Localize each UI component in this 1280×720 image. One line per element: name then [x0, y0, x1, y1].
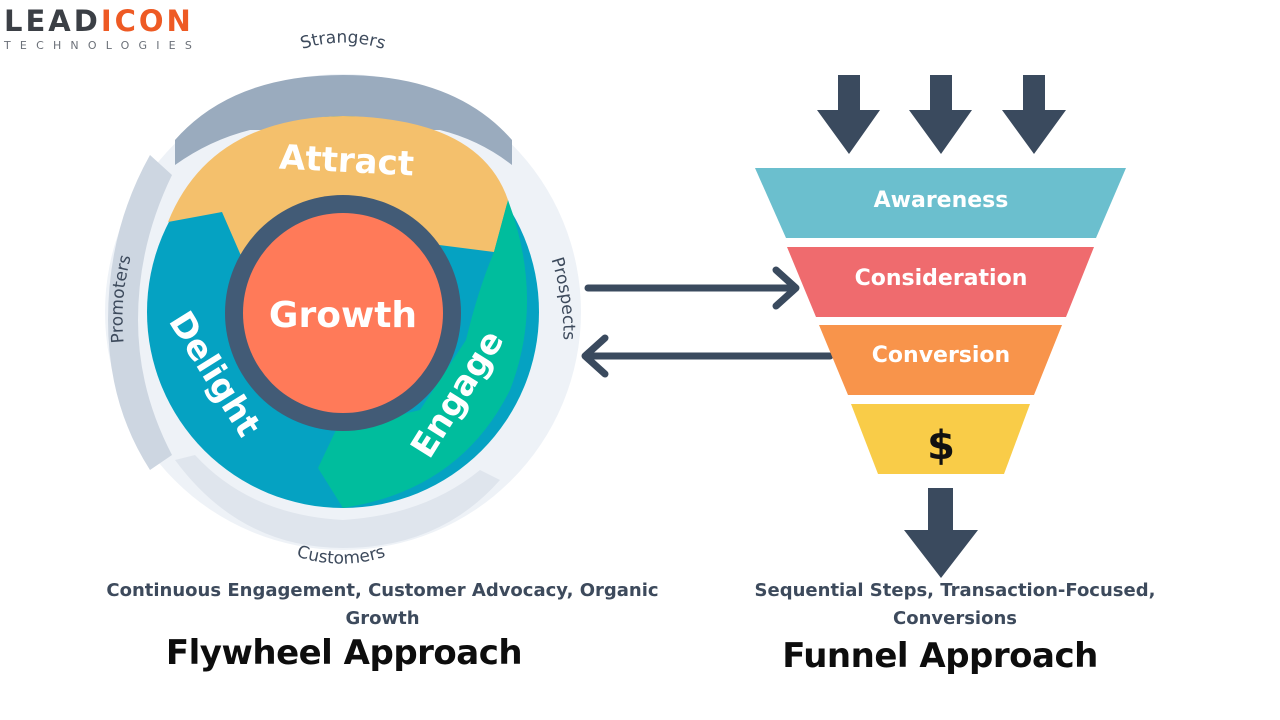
input-arrow-down-icon	[817, 75, 880, 154]
input-arrow-down-icon	[1002, 75, 1066, 154]
outer-ring-left-segment	[108, 155, 172, 470]
flywheel-title: Flywheel Approach	[165, 633, 523, 673]
stage-conversion	[819, 325, 1062, 395]
segment-engage	[318, 200, 528, 508]
stage-consideration	[787, 247, 1094, 317]
growth-label: Growth	[269, 295, 417, 336]
funnel-input-arrows	[817, 75, 1066, 154]
arrow-to-flywheel	[581, 334, 834, 378]
stage-revenue	[851, 404, 1030, 474]
logo-wordmark: LEADICON	[4, 4, 194, 38]
input-arrow-down-icon	[909, 75, 972, 154]
attract-label: Attract	[278, 138, 415, 185]
flywheel-description: Continuous Engagement, Customer Advocacy…	[106, 580, 659, 629]
arrow-to-funnel	[584, 266, 800, 310]
growth-hub	[243, 213, 443, 413]
flywheel: Growth Attract Engage Delight Strangers …	[105, 28, 581, 569]
output-arrow-down-icon	[904, 488, 978, 578]
funnel-description: Sequential Steps, Transaction-Focused, C…	[754, 580, 1156, 629]
stage-awareness	[755, 168, 1126, 238]
logo-tagline: TECHNOLOGIES	[4, 39, 202, 52]
consideration-label: Consideration	[855, 266, 1028, 291]
strangers-label: Strangers	[298, 28, 388, 54]
company-logo: LEADICON TECHNOLOGIES	[4, 6, 244, 58]
awareness-label: Awareness	[874, 188, 1009, 213]
dollar-label: $	[927, 423, 955, 469]
funnel-title: Funnel Approach	[782, 636, 1098, 676]
segment-attract	[168, 116, 508, 258]
conversion-label: Conversion	[872, 343, 1010, 368]
outer-ring-bottom-segment	[175, 455, 500, 548]
funnel: Awareness Consideration Conversion $	[755, 75, 1126, 578]
connecting-arrows	[581, 266, 834, 378]
